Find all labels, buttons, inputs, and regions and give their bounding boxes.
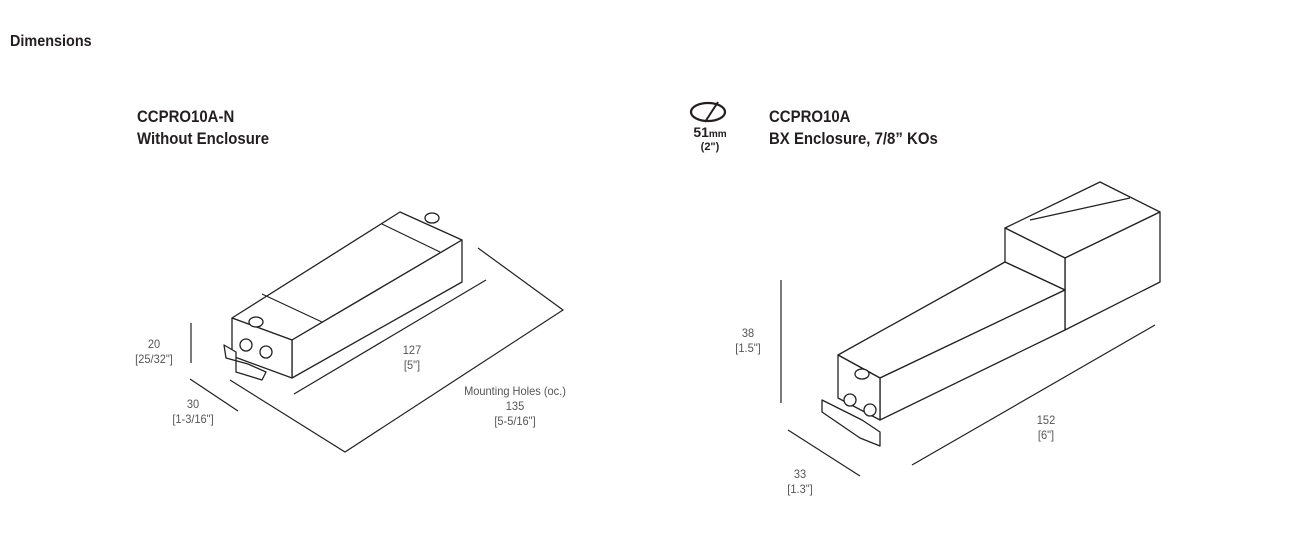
left-mounting-mm: 135: [505, 399, 525, 413]
right-height-label: 38 [1.5"]: [724, 326, 772, 356]
right-width-dimension-line: [787, 429, 861, 477]
right-model-number: CCPRO10A: [769, 107, 851, 126]
left-mounting-title: Mounting Holes (oc.): [464, 384, 566, 398]
right-width-mm: 33: [793, 467, 807, 481]
badge-value: 51: [693, 124, 709, 140]
left-mounting-dimension-line: [229, 247, 565, 453]
right-length-dimension-line: [911, 324, 1156, 466]
conduit-size-icon: [689, 101, 727, 123]
left-width-dimension-line: [189, 378, 239, 412]
right-length-in: [6"]: [1037, 428, 1055, 442]
left-length-mm: 127: [402, 343, 422, 357]
left-length-label: 127 [5"]: [384, 343, 439, 373]
right-model-description: BX Enclosure, 7/8” KOs: [769, 129, 938, 148]
conduit-size-badge: 51mm (2"): [688, 124, 732, 154]
right-length-mm: 152: [1036, 413, 1056, 427]
right-height-in: [1.5"]: [735, 341, 761, 355]
right-width-label: 33 [1.3"]: [776, 467, 824, 497]
left-height-label: 20 [25/32"]: [121, 337, 187, 367]
left-model-description: Without Enclosure: [137, 129, 270, 148]
left-width-label: 30 [1-3/16"]: [153, 397, 232, 427]
left-mounting-in: [5-5/16"]: [494, 414, 536, 428]
right-height-mm: 38: [741, 326, 755, 340]
left-device-drawing: [223, 211, 463, 381]
left-length-dimension-line: [293, 279, 487, 395]
badge-inches: (2"): [700, 141, 720, 153]
left-model-number: CCPRO10A-N: [137, 107, 235, 126]
badge-unit: mm: [708, 129, 727, 140]
left-height-in: [25/32"]: [135, 352, 173, 366]
right-model-title: CCPRO10A BX Enclosure, 7/8” KOs: [769, 106, 938, 150]
left-height-mm: 20: [147, 337, 161, 351]
section-heading: Dimensions: [10, 33, 92, 50]
left-width-mm: 30: [186, 397, 200, 411]
right-length-label: 152 [6"]: [1022, 413, 1070, 443]
right-width-in: [1.3"]: [787, 482, 813, 496]
right-device-drawing: [821, 181, 1161, 447]
left-model-title: CCPRO10A-N Without Enclosure: [137, 106, 269, 150]
left-mounting-label: Mounting Holes (oc.) 135 [5-5/16"]: [459, 384, 571, 429]
left-length-in: [5"]: [403, 358, 421, 372]
left-width-in: [1-3/16"]: [172, 412, 214, 426]
